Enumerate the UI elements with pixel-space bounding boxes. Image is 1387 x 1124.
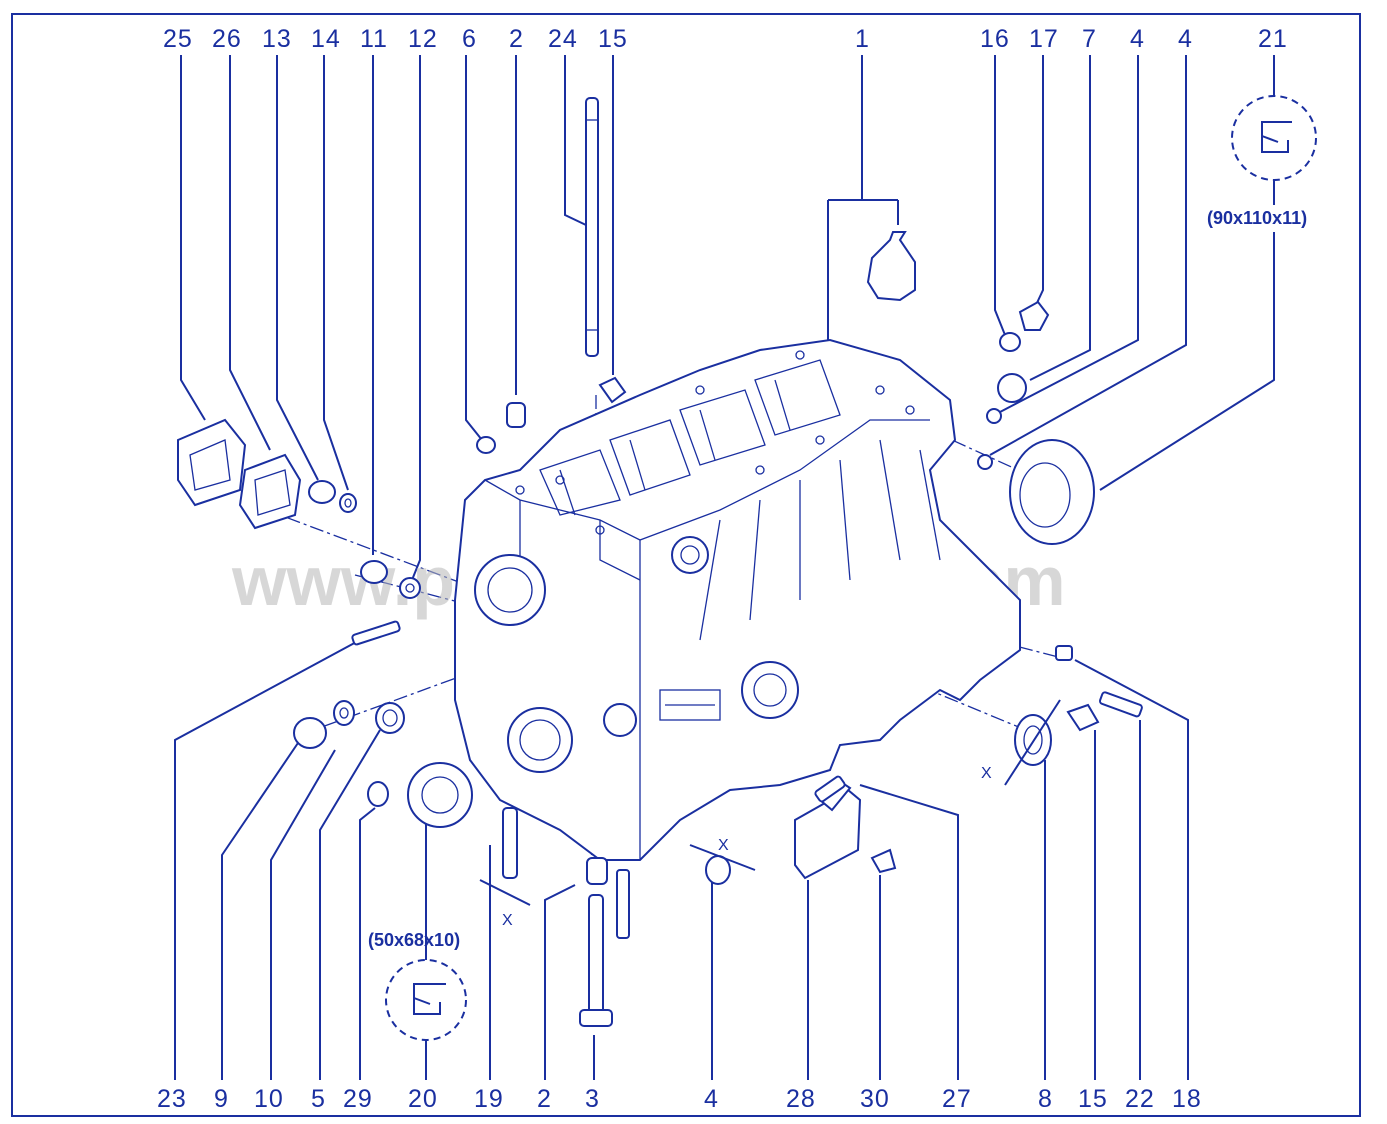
- label-bottom-3: 5: [311, 1085, 326, 1113]
- part-27-bolt: [814, 775, 846, 803]
- label-bottom-5: 20: [408, 1085, 438, 1113]
- part-15-plug-bottom: [1066, 703, 1100, 732]
- part-2-sleeve-top: [506, 402, 526, 428]
- label-bottom-1: 9: [214, 1085, 229, 1113]
- part-5-ring: [375, 702, 405, 734]
- label-bottom-14: 15: [1078, 1085, 1108, 1113]
- part-2-sleeve-bottom: [586, 857, 608, 885]
- label-top-0: 25: [163, 25, 193, 53]
- part-15-plug-top: [598, 376, 627, 404]
- part-29-bush: [367, 781, 389, 807]
- label-bottom-2: 10: [254, 1085, 284, 1113]
- label-top-2: 13: [262, 25, 292, 53]
- part-12-washer: [399, 577, 421, 599]
- label-bottom-16: 18: [1172, 1085, 1202, 1113]
- part-14-washer: [339, 493, 357, 513]
- diagram-frame: [11, 13, 1361, 1117]
- label-bottom-9: 4: [704, 1085, 719, 1113]
- seal-small-dimension: (50x68x10): [368, 930, 460, 950]
- part-pin-bottom: [616, 869, 630, 939]
- label-top-12: 17: [1029, 25, 1059, 53]
- x-markers: X X X: [479, 699, 1061, 929]
- label-top-6: 6: [462, 25, 477, 53]
- label-top-8: 24: [548, 25, 578, 53]
- label-top-3: 14: [311, 25, 341, 53]
- engine-block: [454, 338, 1021, 861]
- label-top-5: 12: [408, 25, 438, 53]
- seal-detail-callouts: (90x110x11) (50x68x10): [368, 95, 1317, 1041]
- label-top-11: 16: [980, 25, 1010, 53]
- part-4-plug-a: [986, 408, 1002, 424]
- part-24-stud: [585, 97, 599, 357]
- label-top-7: 2: [509, 25, 524, 53]
- label-top-16: 21: [1258, 25, 1288, 53]
- part-26-gasket: [238, 453, 302, 530]
- part-25-cover: [177, 418, 247, 507]
- label-top-10: 1: [855, 25, 870, 53]
- part-22-stud: [1098, 691, 1143, 718]
- part-4-cup: [705, 855, 731, 885]
- top-part-labels: 25 26 13 14 11 12 6 2 24 15 1 16 17 7 4 …: [163, 25, 1288, 53]
- label-bottom-15: 22: [1125, 1085, 1155, 1113]
- part-13-plug: [308, 480, 336, 504]
- part-11-plug: [360, 560, 388, 584]
- x-marker-center: X: [718, 837, 729, 854]
- part-16-washer: [999, 332, 1021, 352]
- bottom-leader-lines: [174, 639, 1189, 1080]
- part-18-dowel: [1055, 645, 1073, 661]
- part-10-washer: [333, 700, 355, 726]
- label-top-1: 26: [212, 25, 242, 53]
- part-9-plug: [293, 717, 327, 749]
- label-bottom-11: 30: [860, 1085, 890, 1113]
- part-20-front-seal: [407, 762, 473, 828]
- x-marker-right: X: [981, 765, 992, 782]
- label-top-9: 15: [598, 25, 628, 53]
- label-bottom-0: 23: [157, 1085, 187, 1113]
- bottom-part-labels: 23 9 10 5 29 20 19 2 3 4 28 30 27 8 15 2…: [157, 1085, 1202, 1113]
- x-marker-left: X: [502, 912, 513, 929]
- seal-detail-small: [385, 959, 467, 1041]
- label-bottom-12: 27: [942, 1085, 972, 1113]
- label-bottom-10: 28: [786, 1085, 816, 1113]
- part-6-plug: [476, 436, 496, 454]
- label-top-15: 4: [1178, 25, 1193, 53]
- part-17-plug: [1018, 300, 1050, 331]
- label-top-14: 4: [1130, 25, 1145, 53]
- part-4-plug-b: [977, 454, 993, 470]
- label-bottom-4: 29: [343, 1085, 373, 1113]
- part-30-screw: [870, 848, 897, 874]
- label-top-13: 7: [1082, 25, 1097, 53]
- part-23-stud: [351, 620, 401, 646]
- label-top-4: 11: [360, 25, 388, 53]
- part-19-pin: [502, 807, 518, 879]
- label-bottom-7: 2: [537, 1085, 552, 1113]
- part-7-cup-plug: [997, 373, 1027, 403]
- label-bottom-8: 3: [585, 1085, 600, 1113]
- label-bottom-13: 8: [1038, 1085, 1053, 1113]
- seal-detail-large: [1231, 95, 1317, 181]
- part-1-kit-bag: [866, 231, 916, 302]
- seal-large-dimension: (90x110x11): [1207, 208, 1307, 228]
- part-21-rear-seal: [1009, 439, 1095, 545]
- top-leader-lines: [180, 55, 1275, 586]
- part-3-bolt: [588, 894, 604, 1016]
- label-bottom-6: 19: [474, 1085, 504, 1113]
- loose-parts: [177, 97, 1143, 1027]
